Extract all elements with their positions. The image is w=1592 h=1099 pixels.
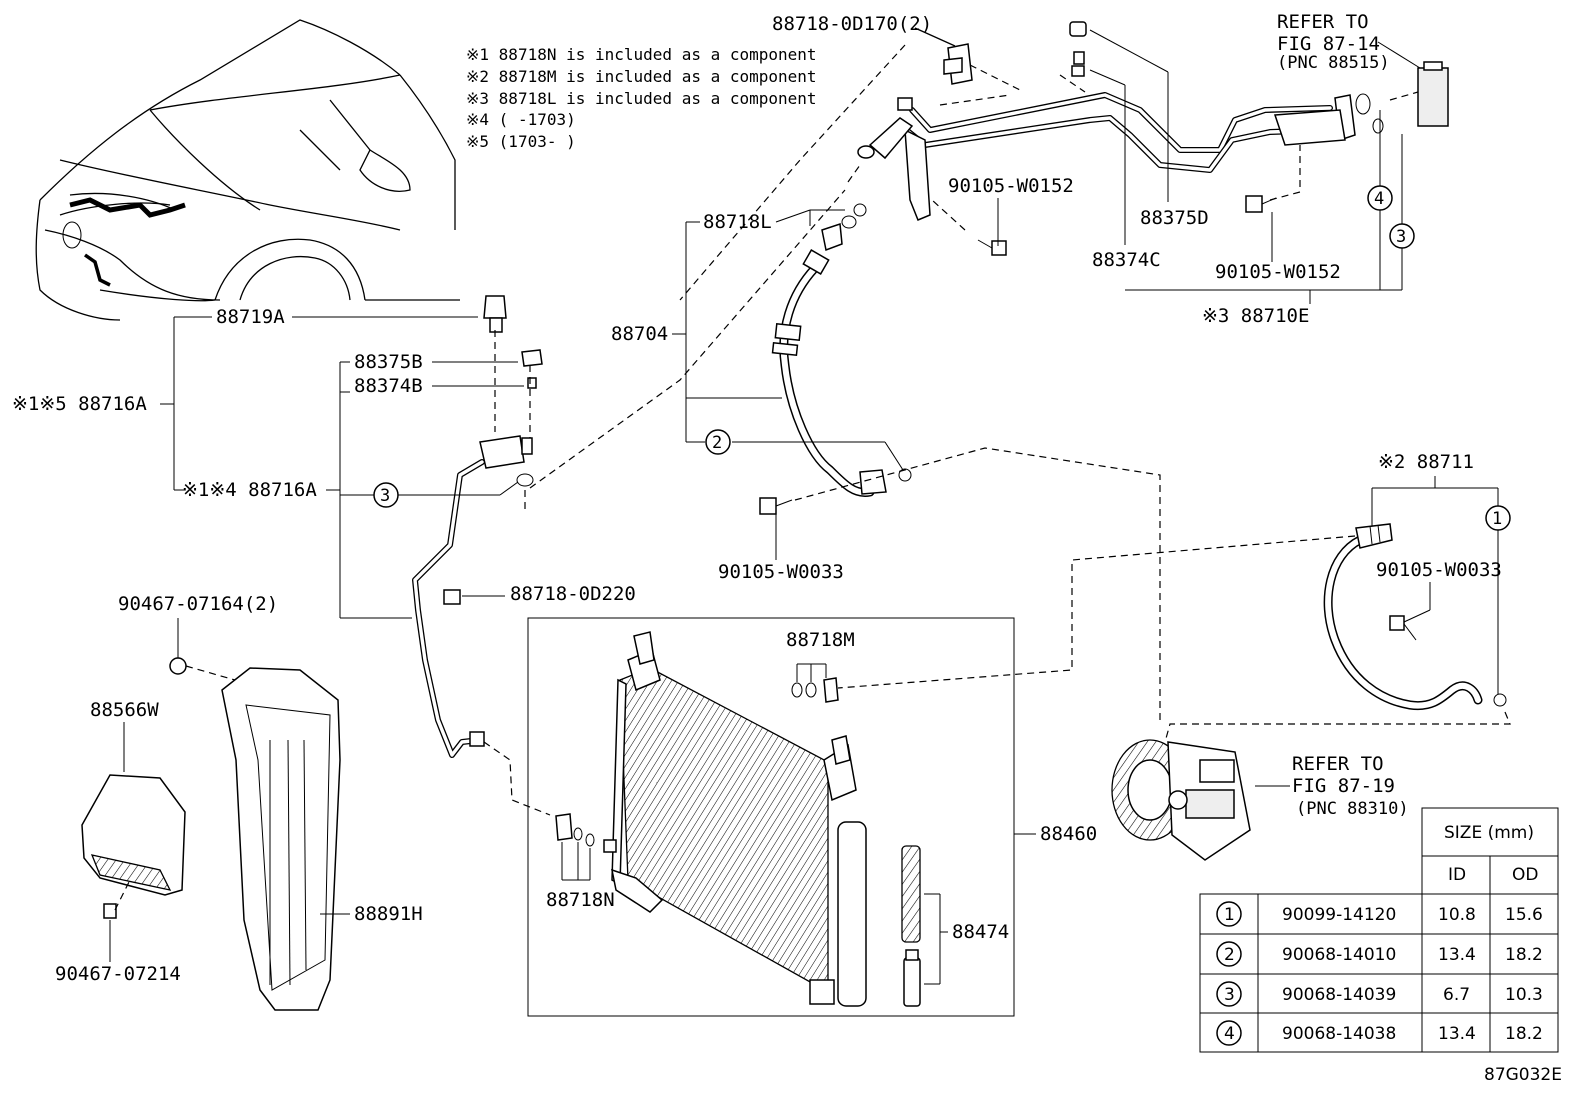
label-88716a-bot: ※1※4 88716A (182, 479, 317, 501)
size-table-part: 90068-14039 (1282, 985, 1396, 1005)
size-table-col-od: OD (1512, 865, 1538, 885)
size-table (1199, 807, 1559, 1053)
label-90105-w0152-a: 90105-W0152 (948, 175, 1074, 197)
label-refer-2-a: REFER TO (1292, 753, 1384, 775)
note-1: ※1 88718N is included as a component (466, 45, 817, 64)
shield-group (81, 657, 341, 1011)
label-90105-w0152-b: 90105-W0152 (1215, 261, 1341, 283)
label-88718-0d170: 88718-0D170(2) (772, 13, 932, 35)
vehicle-sketch (35, 19, 460, 321)
size-table-od: 18.2 (1505, 1024, 1543, 1044)
label-88718m: 88718M (786, 629, 855, 651)
size-table-ref: 1 (1224, 905, 1235, 925)
label-88375d: 88375D (1140, 207, 1209, 229)
size-table-row: 1 90099-14120 10.8 15.6 (1216, 901, 1543, 927)
condenser (555, 631, 867, 1007)
label-88891h: 88891H (354, 903, 423, 925)
size-table-row: 2 90068-14010 13.4 18.2 (1216, 941, 1543, 967)
size-table-id: 13.4 (1438, 945, 1476, 965)
callout-4-a: 4 (1374, 189, 1384, 209)
label-88716a-top: ※1※5 88716A (12, 393, 147, 415)
suction-hose-88711 (837, 523, 1511, 743)
size-table-id: 10.8 (1438, 905, 1476, 925)
size-table-ref: 4 (1224, 1024, 1235, 1044)
label-90105-w0033-a: 90105-W0033 (718, 561, 844, 583)
label-refer-1-c: (PNC 88515) (1277, 53, 1390, 73)
callout-3-b: 3 (380, 486, 390, 506)
label-90467-07214: 90467-07214 (55, 963, 181, 985)
label-88718-0d220: 88718-0D220 (510, 583, 636, 605)
label-88718l: 88718L (703, 211, 772, 233)
size-table-row: 4 90068-14038 13.4 18.2 (1216, 1020, 1543, 1046)
size-table-ref: 2 (1224, 945, 1235, 965)
note-5: ※5 (1703- ) (466, 132, 576, 151)
note-2: ※2 88718M is included as a component (466, 67, 817, 86)
size-table-part: 90068-14010 (1282, 945, 1396, 965)
label-88719a: 88719A (216, 306, 285, 328)
size-table-id: 13.4 (1438, 1024, 1476, 1044)
discharge-hose-group (759, 203, 1161, 720)
liquid-tube-group (412, 189, 846, 816)
label-88566w: 88566W (90, 699, 159, 721)
note-3: ※3 88718L is included as a component (466, 89, 817, 108)
label-88374c: 88374C (1092, 249, 1161, 271)
label-88474: 88474 (952, 921, 1009, 943)
compressor (1111, 739, 1251, 861)
callout-2: 2 (712, 433, 722, 453)
label-90105-w0033-b: 90105-W0033 (1376, 559, 1502, 581)
size-table-col-id: ID (1448, 865, 1466, 885)
label-88710e: ※3 88710E (1202, 305, 1309, 327)
size-table-od: 15.6 (1505, 905, 1543, 925)
label-90467-07164: 90467-07164(2) (118, 593, 278, 615)
filter-88474 (901, 845, 921, 1007)
label-88375b: 88375B (354, 351, 423, 373)
size-table-part: 90099-14120 (1282, 905, 1396, 925)
size-table-header: SIZE (mm) (1444, 823, 1534, 843)
label-88711: ※2 88711 (1378, 451, 1474, 473)
size-table-od: 10.3 (1505, 985, 1543, 1005)
callout-1: 1 (1492, 509, 1502, 529)
label-88374b: 88374B (354, 375, 423, 397)
footnotes: ※1 88718N is included as a component ※2 … (466, 45, 817, 151)
label-refer-1-a: REFER TO (1277, 11, 1369, 33)
label-refer-2-c: (PNC 88310) (1296, 799, 1409, 819)
size-table-id: 6.7 (1443, 985, 1470, 1005)
figure-code: 87G032E (1484, 1065, 1562, 1085)
size-table-part: 90068-14038 (1282, 1024, 1396, 1044)
size-table-od: 18.2 (1505, 945, 1543, 965)
label-refer-1-b: FIG 87-14 (1277, 33, 1380, 55)
label-88718n: 88718N (546, 889, 615, 911)
size-table-row: 3 90068-14039 6.7 10.3 (1216, 981, 1543, 1007)
label-refer-2-b: FIG 87-19 (1292, 775, 1395, 797)
label-88460: 88460 (1040, 823, 1097, 845)
label-88704: 88704 (611, 323, 668, 345)
callout-3-a: 3 (1396, 227, 1406, 247)
note-4: ※4 ( -1703) (466, 110, 576, 129)
condenser-assembly-box (527, 617, 1015, 1017)
suction-tube-group (679, 21, 1449, 301)
size-table-ref: 3 (1224, 985, 1235, 1005)
